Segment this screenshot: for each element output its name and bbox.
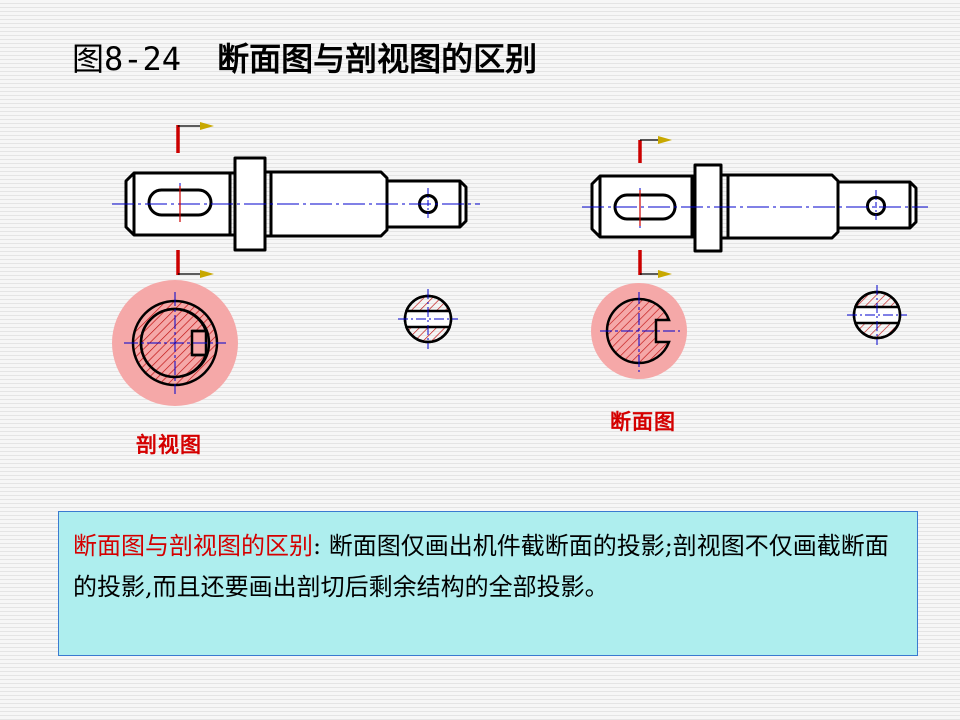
left-cut-marker-bottom: [176, 250, 214, 278]
explanation-lead: 断面图与剖视图的区别: [73, 532, 313, 560]
page-title: 图8-24 断面图与剖视图的区别: [72, 34, 537, 80]
right-hole-section: [847, 285, 907, 345]
cross-section-figure: [591, 283, 687, 379]
left-cut-marker-top: [176, 122, 214, 153]
right-cut-marker-top: [638, 136, 672, 163]
explanation-body: 断面图仅画出机件截断面的投影;剖视图不仅画截断面的投影,而且还要画出剖切后剩余结…: [73, 532, 889, 601]
title-text: 断面图与剖视图的区别: [217, 40, 538, 78]
sectional-view-label: 剖视图: [136, 432, 202, 457]
figure-number: 图8-24: [72, 40, 182, 78]
explanation-box: 断面图与剖视图的区别: 断面图仅画出机件截断面的投影;剖视图不仅画截断面的投影,…: [58, 511, 918, 656]
right-cut-marker-bottom: [638, 250, 672, 278]
explanation-colon: :: [313, 532, 329, 560]
cross-section-label: 断面图: [610, 409, 676, 434]
sectional-view-figure: [112, 280, 238, 406]
left-hole-section: [398, 289, 458, 349]
